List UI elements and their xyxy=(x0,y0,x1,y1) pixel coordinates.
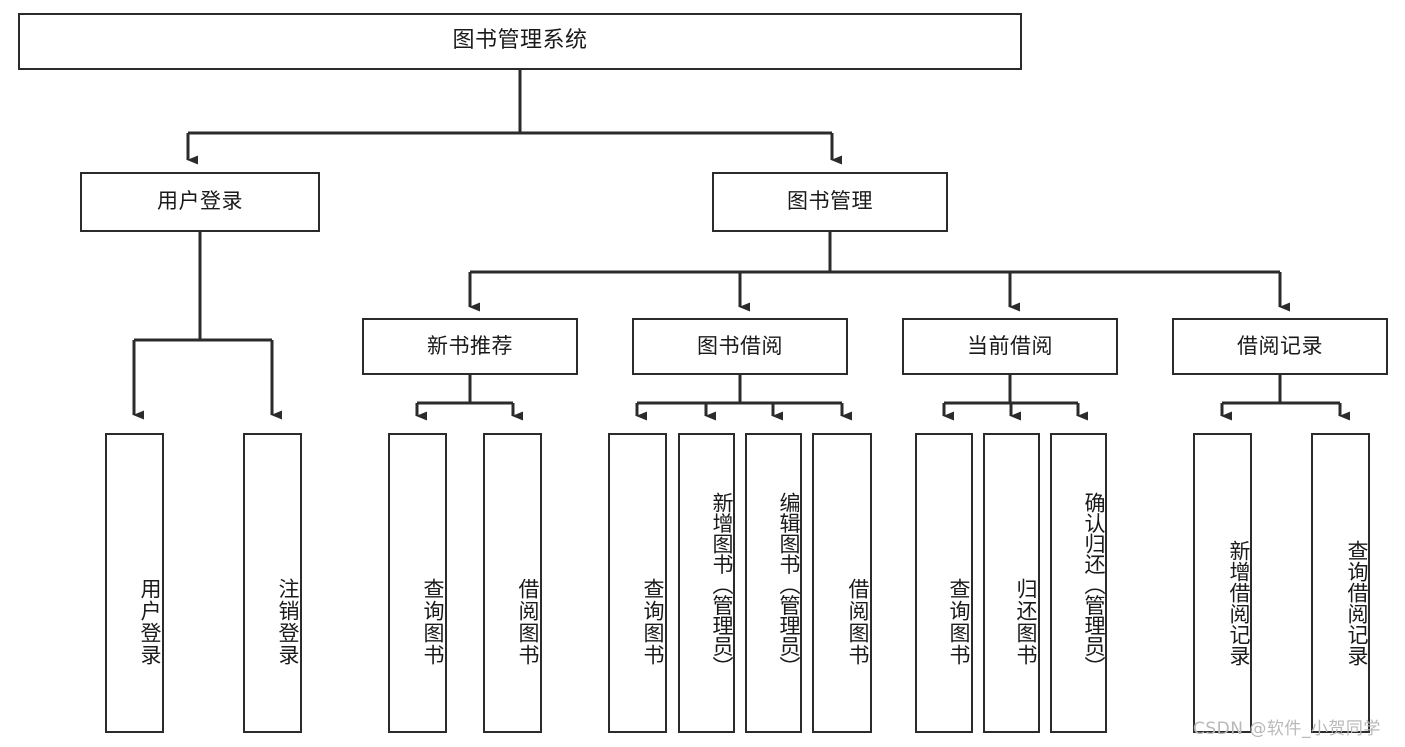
node-label: 新书推荐 xyxy=(427,333,513,358)
node-leaf-edit-book[interactable]: 编辑图书（管理员） xyxy=(745,433,802,733)
node-label: 用户登录 xyxy=(138,578,162,666)
node-label: 借阅图书 xyxy=(846,578,870,666)
node-borrow-record[interactable]: 借阅记录 xyxy=(1172,318,1388,375)
node-label: 查询图书 xyxy=(947,578,971,666)
node-leaf-borrow-book-borrow[interactable]: 借阅图书 xyxy=(812,433,872,733)
node-label: 借阅图书 xyxy=(516,578,540,666)
node-label: 确认归还（管理员） xyxy=(1082,492,1106,677)
node-leaf-add-borrow-record[interactable]: 新增借阅记录 xyxy=(1193,433,1252,733)
node-label: 图书借阅 xyxy=(697,333,783,358)
node-label: 新增图书（管理员） xyxy=(710,492,734,677)
node-label: 注销登录 xyxy=(276,578,300,666)
node-label: 查询图书 xyxy=(641,578,665,666)
csdn-watermark: CSDN @软件_小贺同学 xyxy=(1193,719,1381,739)
node-leaf-user-logout[interactable]: 注销登录 xyxy=(243,433,302,733)
node-label: 查询借阅记录 xyxy=(1345,540,1369,666)
node-user-login[interactable]: 用户登录 xyxy=(80,172,320,232)
node-root-system[interactable]: 图书管理系统 xyxy=(18,13,1022,70)
node-leaf-query-book-current[interactable]: 查询图书 xyxy=(915,433,973,733)
node-label: 查询图书 xyxy=(421,578,445,666)
node-leaf-query-book-borrow[interactable]: 查询图书 xyxy=(608,433,667,733)
node-leaf-query-borrow-record[interactable]: 查询借阅记录 xyxy=(1311,433,1370,733)
node-current-borrow[interactable]: 当前借阅 xyxy=(902,318,1118,375)
node-label: 归还图书 xyxy=(1014,578,1038,666)
node-new-book-recommend[interactable]: 新书推荐 xyxy=(362,318,578,375)
node-label: 新增借阅记录 xyxy=(1227,540,1251,666)
node-label: 当前借阅 xyxy=(967,333,1053,358)
node-label: 图书管理 xyxy=(787,189,873,214)
node-leaf-return-book[interactable]: 归还图书 xyxy=(983,433,1040,733)
node-label: 借阅记录 xyxy=(1237,333,1323,358)
node-leaf-query-book-recommend[interactable]: 查询图书 xyxy=(388,433,447,733)
node-label: 图书管理系统 xyxy=(452,28,588,54)
node-label: 编辑图书（管理员） xyxy=(777,492,801,677)
node-leaf-user-login[interactable]: 用户登录 xyxy=(105,433,164,733)
node-book-borrow[interactable]: 图书借阅 xyxy=(632,318,848,375)
node-leaf-confirm-return[interactable]: 确认归还（管理员） xyxy=(1050,433,1107,733)
node-leaf-add-book[interactable]: 新增图书（管理员） xyxy=(678,433,735,733)
node-leaf-borrow-book-recommend[interactable]: 借阅图书 xyxy=(483,433,542,733)
node-book-manage[interactable]: 图书管理 xyxy=(712,172,948,232)
node-label: 用户登录 xyxy=(157,189,243,214)
